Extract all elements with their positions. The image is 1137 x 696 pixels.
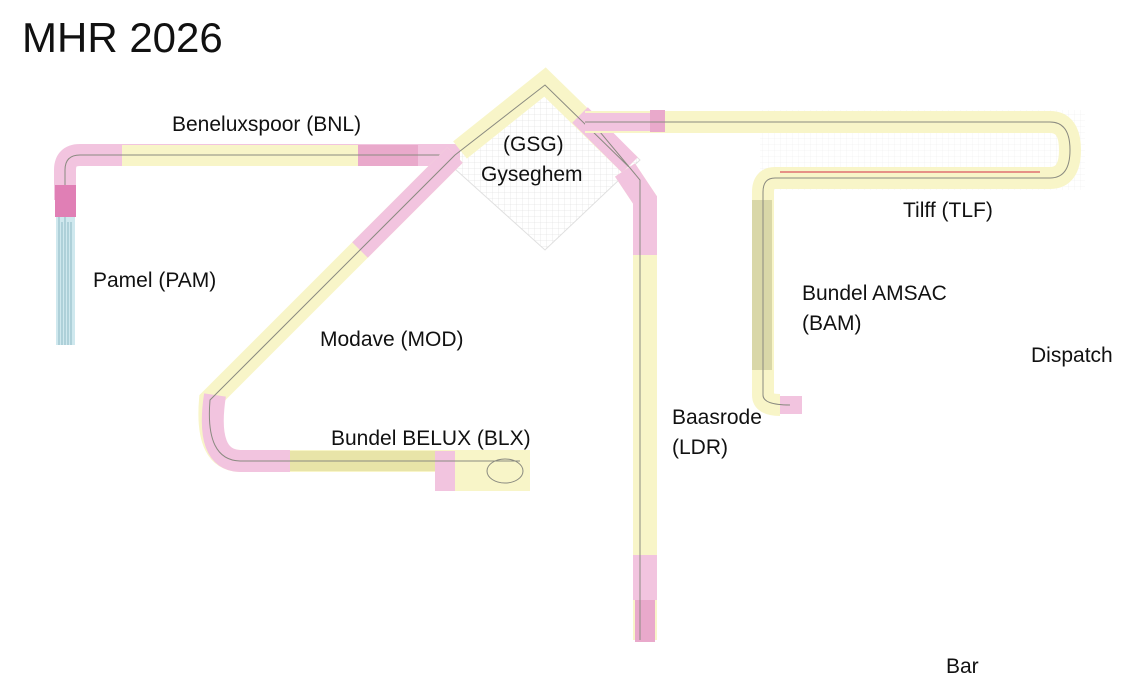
label-dispatch: Dispatch [1031, 344, 1113, 367]
label-bar: Bar [946, 655, 979, 678]
label-ldr-code: (LDR) [672, 436, 728, 459]
label-bam-code: (BAM) [802, 312, 862, 335]
ldr-modules [589, 119, 657, 642]
tlf-bam-modules [585, 110, 1082, 416]
label-tlf: Tilff (TLF) [903, 199, 993, 222]
label-mod: Modave (MOD) [320, 328, 464, 351]
label-bam-name: Bundel AMSAC [802, 282, 947, 305]
label-pam: Pamel (PAM) [93, 269, 217, 292]
bnl-modules [54, 144, 460, 200]
pam-module [55, 185, 76, 345]
page-title: MHR 2026 [22, 14, 223, 61]
label-gsg-code: (GSG) [503, 133, 564, 156]
label-blx: Bundel BELUX (BLX) [331, 427, 531, 450]
label-bnl: Beneluxspoor (BNL) [172, 113, 362, 136]
mod-blx-modules [198, 67, 638, 491]
label-ldr-name: Baasrode [672, 406, 762, 429]
label-gsg-name: Gyseghem [481, 163, 583, 186]
